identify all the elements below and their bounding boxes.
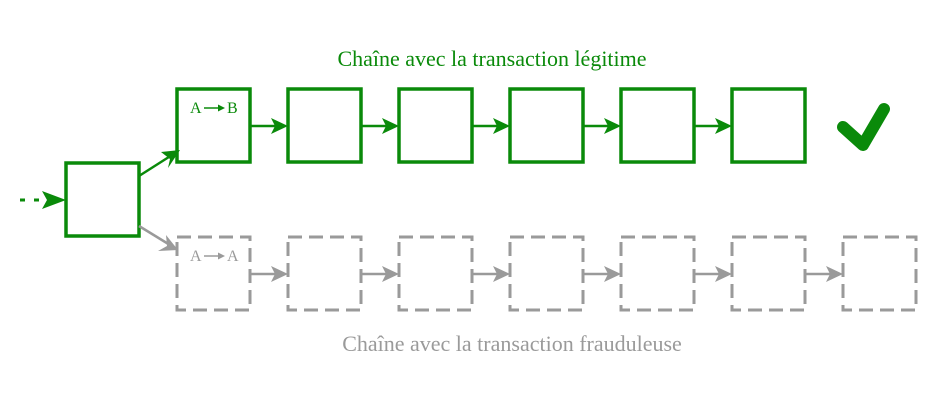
tx-to: B (227, 100, 238, 117)
legit-transaction-label: A (190, 100, 202, 117)
checkmark-icon (837, 103, 890, 151)
legit-block (286, 87, 363, 164)
fraud-link-arrow (583, 266, 621, 282)
tx-arrow-icon (204, 252, 225, 260)
legit-block (175, 87, 252, 164)
fraud-block (286, 235, 363, 312)
legit-block (508, 87, 585, 164)
legit-block (619, 87, 696, 164)
fork-arrow-fraud (138, 224, 178, 251)
legit-link-arrow (250, 118, 288, 134)
tx-arrow-icon (204, 104, 225, 112)
legit-link-arrow (583, 118, 621, 134)
fraud-chain-title: Chaîne avec la transaction frauduleuse (342, 331, 682, 356)
fraud-link-arrow (805, 266, 843, 282)
tx-from: A (190, 100, 202, 117)
fraud-block (730, 235, 807, 312)
fraud-transaction-label: A (190, 248, 202, 265)
common-block (64, 161, 141, 238)
fraud-block (508, 235, 585, 312)
fraud-block (175, 235, 252, 312)
fork-arrow-legit (138, 150, 180, 178)
legit-block (730, 87, 807, 164)
tx-from: A (190, 248, 202, 265)
fraud-link-arrow (361, 266, 399, 282)
fraud-link-arrow (472, 266, 510, 282)
fraud-block (841, 235, 918, 312)
legit-link-arrow (361, 118, 399, 134)
fraud-block (397, 235, 474, 312)
legit-link-arrow (472, 118, 510, 134)
legit-link-arrow (694, 118, 732, 134)
fraud-link-arrow (250, 266, 288, 282)
fraud-block (619, 235, 696, 312)
legit-block (397, 87, 474, 164)
incoming-chain-arrow (20, 191, 66, 209)
fraud-link-arrow (694, 266, 732, 282)
tx-to: A (227, 248, 239, 265)
legit-chain-title: Chaîne avec la transaction légitime (337, 46, 646, 71)
